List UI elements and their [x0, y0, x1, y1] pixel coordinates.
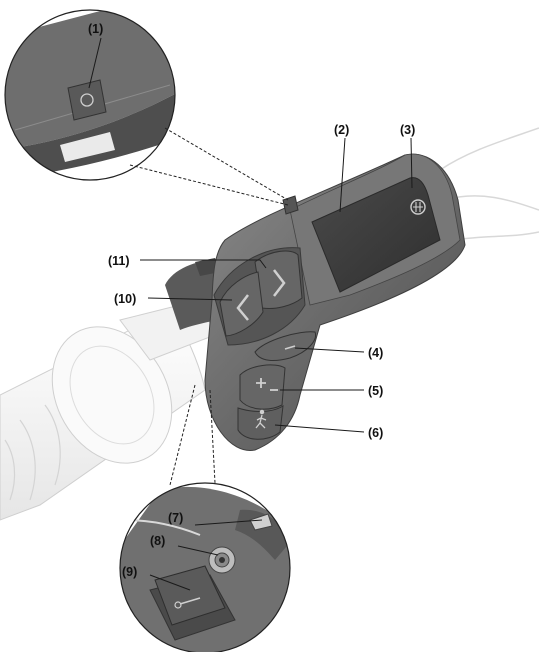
side-power-button[interactable] [282, 195, 299, 215]
usb-port-icon [208, 546, 236, 574]
leader-lines [88, 37, 413, 591]
selection-button[interactable] [254, 331, 317, 361]
callout-1: (1) [88, 22, 103, 36]
arrow-left-button[interactable] [219, 271, 264, 337]
walk-assist-button[interactable] [237, 405, 284, 440]
callout-5: (5) [368, 384, 383, 398]
callout-labels: (1) (2) (3) (11) (10) (4) (5) (6) (7) (8… [88, 22, 415, 579]
power-button[interactable] [67, 79, 107, 121]
callout-7: (7) [168, 511, 183, 525]
arrow-right-button[interactable] [254, 250, 303, 309]
plus-icon [256, 378, 266, 388]
callout-4: (4) [368, 346, 383, 360]
wrench-icon [179, 597, 201, 605]
callout-8: (8) [150, 534, 165, 548]
callout-11: (11) [108, 254, 130, 268]
power-button-icon [80, 93, 94, 107]
walk-assist-icon [255, 409, 267, 429]
connector [249, 513, 273, 531]
callout-9: (9) [122, 565, 137, 579]
callout-6: (6) [368, 426, 383, 440]
magnification-lines [129, 127, 289, 486]
callout-10: (10) [114, 292, 136, 306]
arrow-right-icon [273, 269, 286, 297]
plus-minus-button[interactable] [239, 364, 286, 410]
callout-2: (2) [334, 123, 349, 137]
brand-logo-icon [410, 199, 426, 215]
usb-port-cover[interactable] [154, 565, 226, 626]
display-screen [311, 177, 441, 293]
handlebar-grip [0, 299, 216, 521]
callout-3: (3) [400, 123, 415, 137]
arrow-left-icon [236, 294, 249, 321]
detail-bottom [119, 482, 291, 652]
